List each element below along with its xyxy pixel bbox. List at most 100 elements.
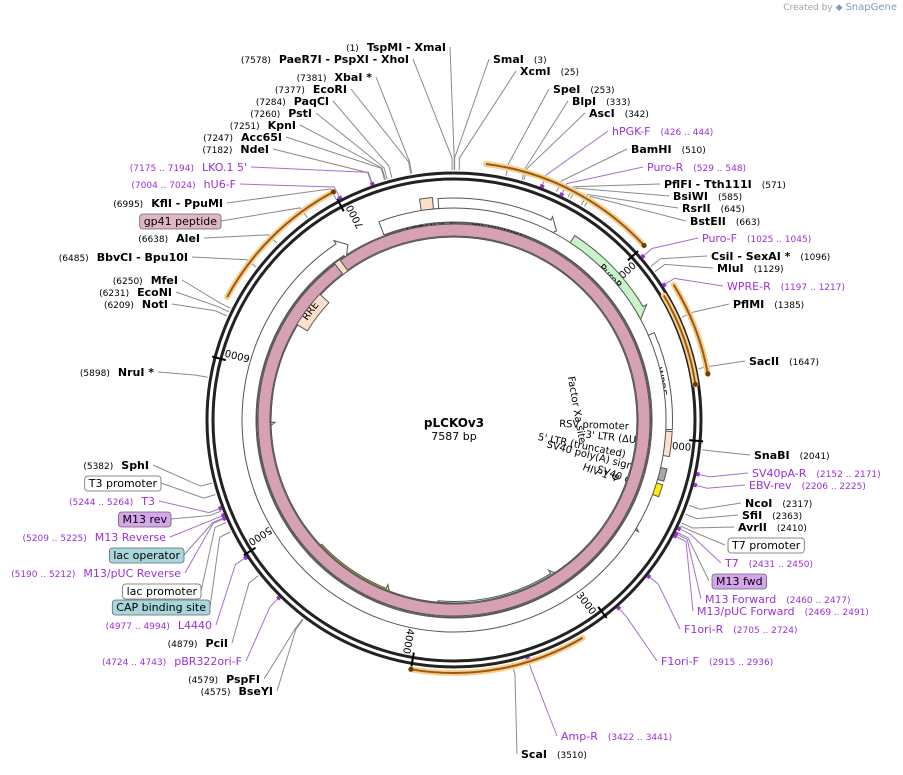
site-name: BlpI [572, 95, 596, 108]
site-name: CsiI - SexAI * [711, 250, 791, 263]
leader-line [184, 518, 225, 574]
site-leader-lines [152, 46, 751, 755]
primer-mark [369, 181, 375, 186]
site-f1ori-f: F1ori-F(2915 .. 2936) [661, 655, 773, 668]
site-name: BbvCI - Bpu10I [97, 251, 188, 264]
tick-mark [597, 606, 608, 619]
site-coord: (663) [736, 218, 760, 228]
site-gp41-peptide: gp41 peptide [139, 213, 222, 230]
site-name: Amp-R [561, 730, 598, 743]
site-name: WPRE-R [727, 280, 771, 293]
feature-label-rsvpromoter: RSV promoter [559, 419, 630, 433]
tick-label: 4000 [400, 628, 415, 655]
leader-line [618, 607, 658, 662]
leader-line [449, 46, 455, 171]
leader-line [569, 187, 670, 200]
leader-line [315, 112, 388, 180]
site-scai: ScaI(3510) [521, 748, 587, 761]
orf-arcs [224, 160, 711, 676]
leader-line [561, 166, 644, 195]
leader-line [567, 183, 661, 198]
leader-line [505, 88, 550, 176]
leader-line [676, 533, 702, 600]
site-coord: (2410) [777, 524, 807, 534]
leader-line [175, 291, 229, 313]
site-f1ori-r: F1ori-R(2705 .. 2724) [684, 623, 798, 636]
site-coord: (2206 .. 2225) [802, 482, 866, 492]
site-t3-promoter: T3 promoter [84, 475, 162, 492]
site-name: NotI [142, 298, 168, 311]
leader-line [160, 482, 216, 499]
site-m13-forward: M13 Forward(2460 .. 2477) [705, 593, 851, 606]
site-box-label: M13 rev [122, 513, 167, 526]
site-name: hU6-F [204, 178, 236, 191]
site-coord: (4579) [188, 676, 218, 686]
site-coord: (333) [606, 98, 630, 108]
site-t3: T3(5244 .. 5264) [69, 495, 155, 508]
site-coord: (7381) [297, 74, 327, 84]
leader-line [231, 575, 259, 644]
primer-mark [222, 516, 227, 522]
primer-mark [646, 574, 652, 580]
leader-line [458, 70, 517, 171]
leader-line [678, 528, 722, 564]
site-coord: (7284) [256, 98, 286, 108]
leader-line [220, 207, 308, 222]
site-coord: (7182) [202, 146, 232, 156]
site-bsiwi: BsiWI(585) [673, 190, 742, 203]
primer-mark [696, 471, 700, 477]
site-econi: EcoNI(6231) [99, 286, 172, 299]
site-coord: (585) [718, 193, 742, 203]
site-rsrii: RsrII(645) [682, 202, 745, 215]
site-coord: (6995) [113, 200, 143, 210]
snapgene-credit: Created by ◆ SnapGene [783, 2, 897, 13]
site-coord: (6209) [104, 301, 134, 311]
site-sphi: SphI(5382) [83, 459, 149, 472]
leader-line [685, 513, 739, 520]
leader-line [170, 510, 222, 520]
leader-line [157, 371, 208, 378]
tick-label: 6000 [224, 346, 251, 363]
site-coord: (1) [346, 44, 359, 54]
leader-line [454, 58, 490, 171]
site-box-label: T7 promoter [731, 539, 801, 552]
site-pspfi: PspFI(4579) [188, 673, 260, 686]
site-name: T3 [140, 495, 155, 508]
site-name: F1ori-F [661, 655, 699, 668]
site-box-label: CAP binding site [116, 601, 206, 614]
site-sv40pa-r: SV40pA-R(2152 .. 2171) [752, 467, 881, 480]
site-coord: (6638) [138, 235, 168, 245]
site-box [122, 583, 202, 600]
site-name: XcmI [520, 65, 551, 78]
site-name: AleI [176, 232, 200, 245]
leader-line [412, 58, 453, 171]
site-coord: (2041) [800, 452, 830, 462]
site-m13-puc-forward: M13/pUC Forward(2469 .. 2491) [697, 605, 869, 618]
leader-line [642, 237, 699, 257]
site-name: NdeI [240, 143, 269, 156]
leader-line [191, 256, 257, 268]
site-labels: TspMI - XmaI(1)PaeR7I - PspXI - XhoI(757… [11, 41, 881, 761]
primer-mark [674, 531, 679, 537]
snapgene-logo-icon: ◆ [835, 3, 843, 13]
site-name: EcoRI [313, 83, 347, 96]
tick-mark [243, 546, 257, 557]
leader-line [681, 522, 735, 529]
site-box-label: lac operator [113, 549, 180, 562]
tick-mark [336, 198, 345, 212]
site-name: BstEII [690, 215, 726, 228]
site-pbr322ori-f: pBR322ori-F(4724 .. 4743) [102, 655, 242, 668]
orf-arrowhead [705, 371, 711, 377]
site-coord: (2705 .. 2724) [733, 626, 797, 636]
site-name: KpnI [268, 119, 296, 132]
site-pcii: PciI(4879) [168, 637, 228, 650]
site-coord: (342) [625, 110, 649, 120]
leader-line [688, 502, 742, 510]
site-mlui: MluI(1129) [717, 262, 784, 275]
site-coord: (2317) [782, 500, 812, 510]
site-coord: (645) [721, 205, 745, 215]
site-puro-r: Puro-R(529 .. 548) [647, 161, 746, 174]
leader-line [263, 618, 303, 680]
credit-brand: SnapGene [845, 2, 897, 13]
